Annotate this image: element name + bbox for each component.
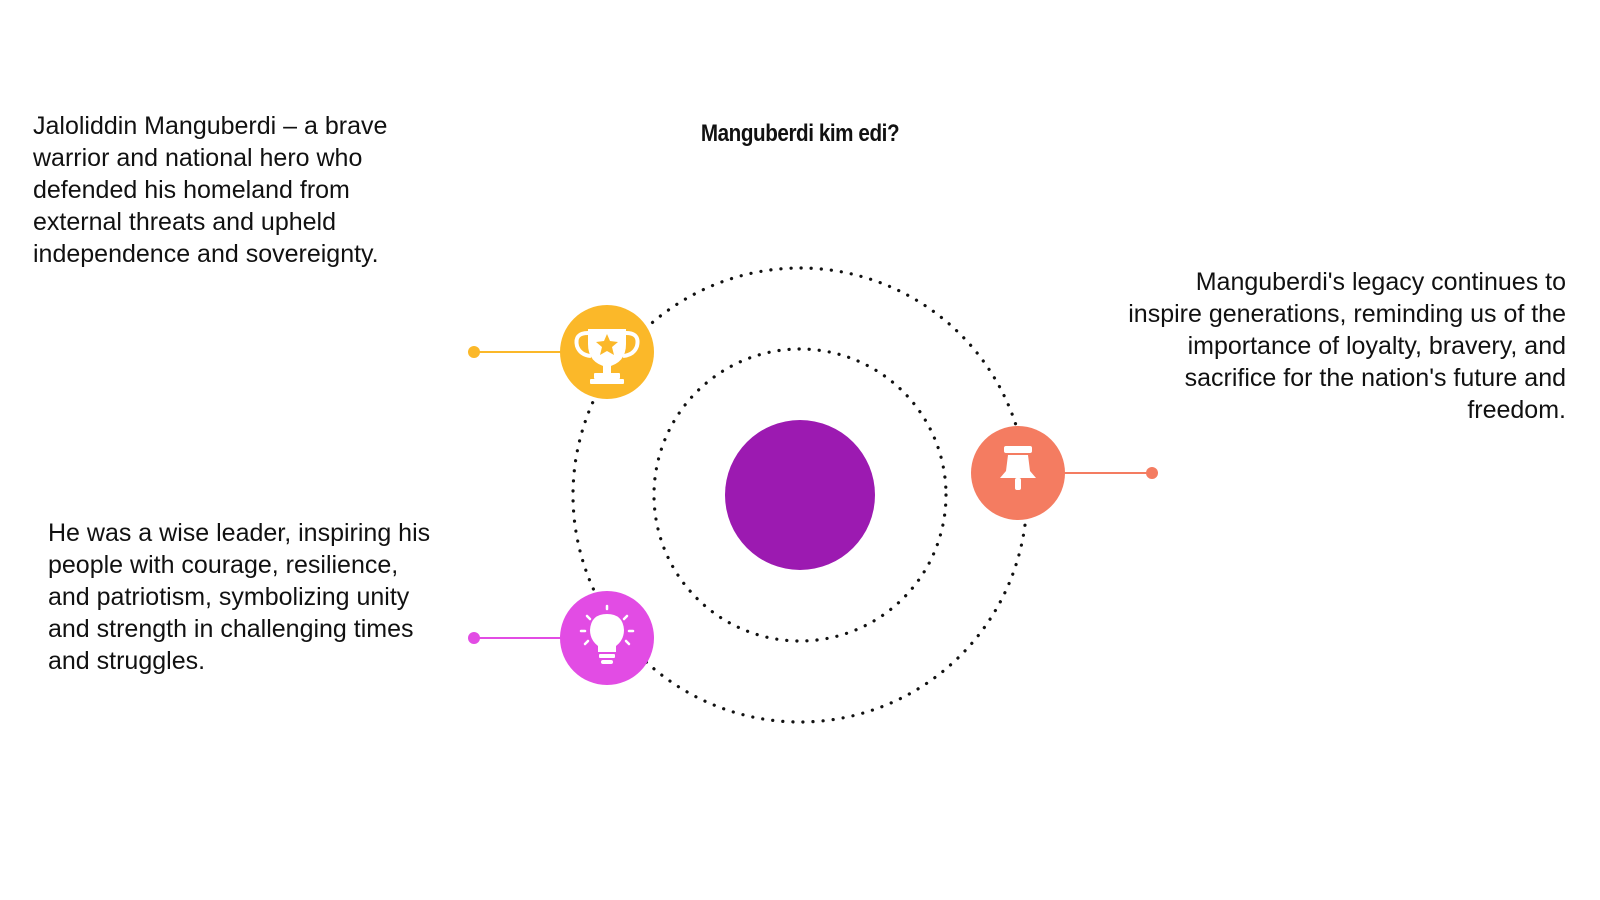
text-right: Manguberdi's legacy continues to inspire… — [1128, 268, 1566, 424]
slide-title: Manguberdi kim edi? — [700, 120, 900, 147]
text-top-left: Jaloliddin Manguberdi – a brave warrior … — [33, 112, 388, 268]
pin-connector-dot — [1146, 467, 1158, 479]
bulb-node — [560, 591, 654, 685]
trophy-node — [560, 305, 654, 399]
inner-ring — [652, 347, 948, 643]
trophy-icon — [574, 329, 640, 384]
pin-node — [971, 426, 1065, 520]
text-bottom-left: He was a wise leader, inspiring his peop… — [48, 519, 431, 675]
bulb-connector-dot — [468, 632, 480, 644]
lightbulb-icon — [579, 604, 635, 664]
center-circle — [725, 420, 875, 570]
trophy-connector-dot — [468, 346, 480, 358]
pushpin-icon — [1000, 446, 1036, 490]
